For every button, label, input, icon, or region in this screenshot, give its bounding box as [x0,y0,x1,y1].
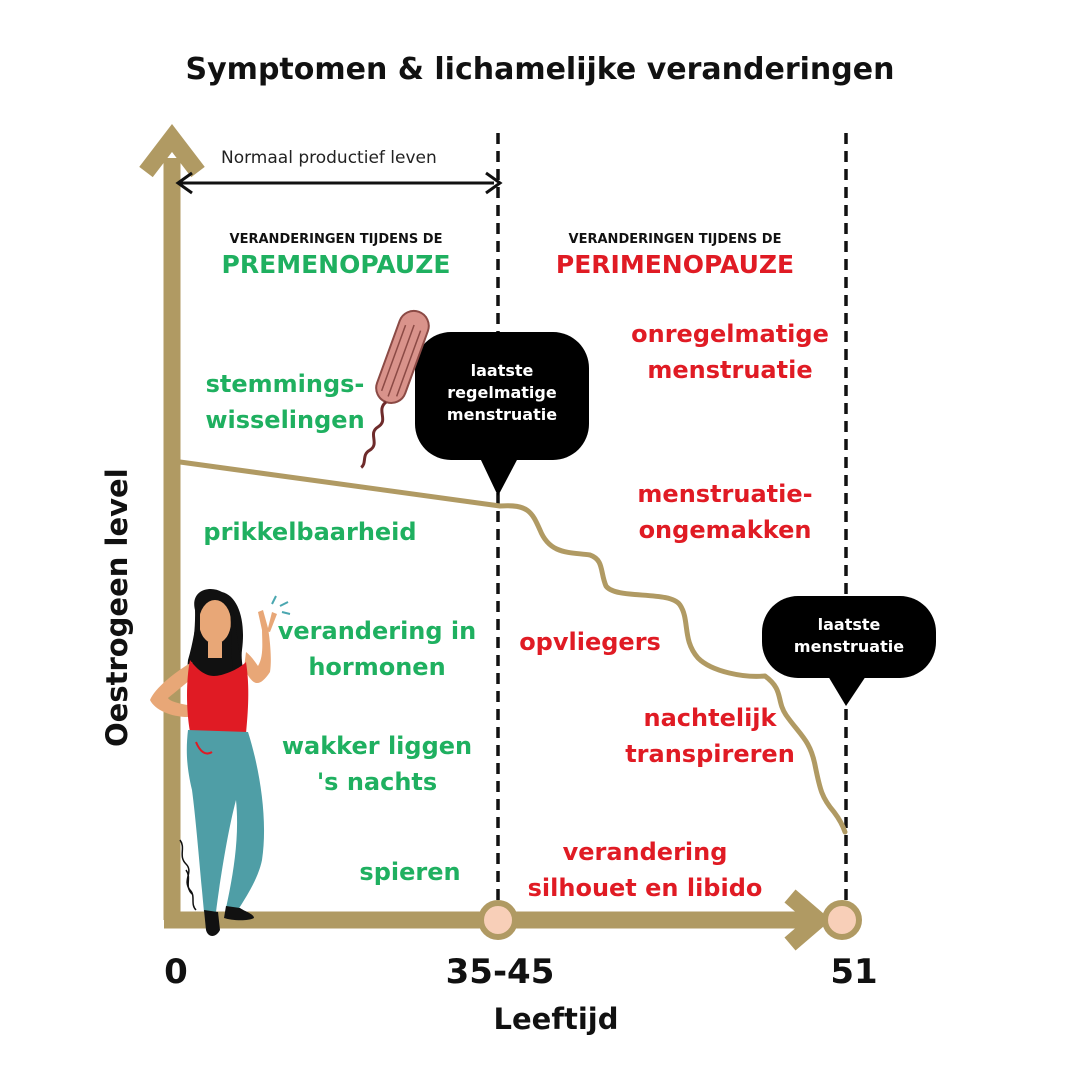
y-axis-label: Oestrogeen level [100,468,134,747]
symptom-spieren: spieren [359,858,461,886]
premenopauze-header-small: VERANDERINGEN TIJDENS DE [229,232,443,247]
premenopauze-header: PREMENOPAUZE [221,250,451,279]
page-title: Symptomen & lichamelijke veranderingen [185,52,895,87]
x-tick-51: 51 [830,952,878,992]
bubble-last [762,596,936,706]
symptom-opvliegers: opvliegers [519,628,661,656]
symptom-verandering-hormonen: verandering in hormonen [277,617,477,681]
perimenopauze-header-small: VERANDERINGEN TIJDENS DE [568,232,782,247]
perimenopauze-header: PERIMENOPAUZE [555,250,795,279]
symptom-onregelmatige-menstruatie: onregelmatige menstruatie [631,320,829,384]
age-marker-51 [822,900,862,940]
span-arrow [175,171,503,195]
symptom-wakker-liggen: wakker liggen 's nachts [281,732,473,796]
symptom-prikkelbaarheid: prikkelbaarheid [203,518,417,546]
y-axis [139,124,205,920]
symptom-menstruatie-ongemakken: menstruatie- ongemakken [637,480,813,544]
x-tick-35-45: 35-45 [445,952,555,992]
symptom-nachtelijk-transpireren: nachtelijk transpireren [625,704,795,768]
tampon-icon [360,309,430,469]
symptom-stemmingswisselingen: stemmings- wisselingen [205,370,365,434]
bubble-last-regular [415,332,589,496]
x-tick-0: 0 [164,952,188,992]
age-marker-35-45 [478,900,518,940]
bubble-last-regular-text: laatste regelmatige menstruatie [446,361,558,424]
x-axis-label: Leeftijd [493,1002,619,1036]
woman-illustration [150,589,291,936]
symptom-verandering-silhouet: verandering silhouet en libido [527,838,763,902]
estrogen-curve [177,459,848,835]
span-label: Normaal productief leven [221,148,437,168]
bubble-last-text: laatste menstruatie [793,615,905,656]
